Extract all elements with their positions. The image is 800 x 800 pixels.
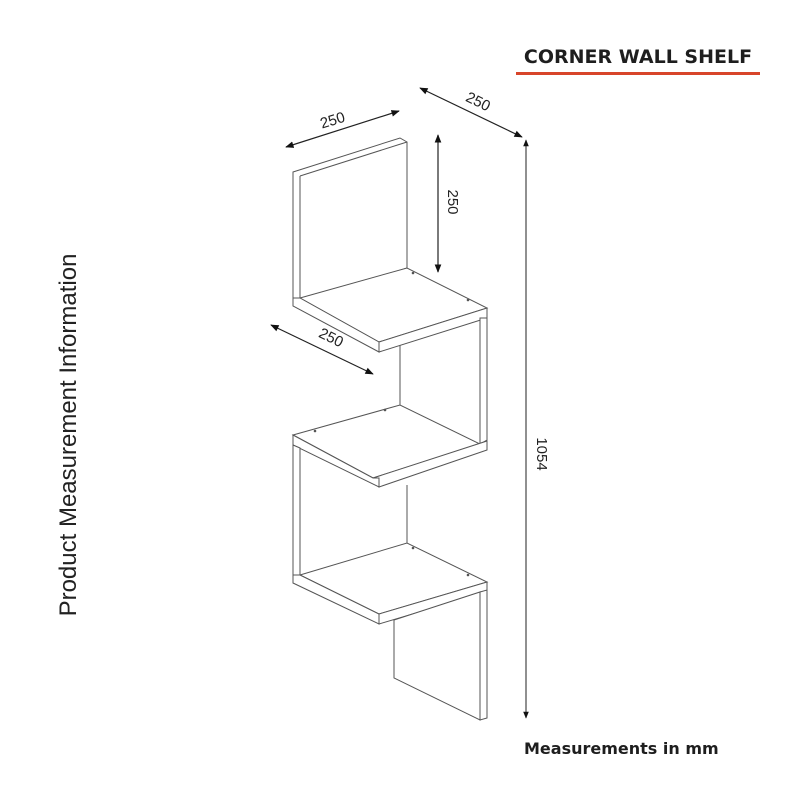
shelf-bottom xyxy=(292,542,489,625)
dimension-lines xyxy=(270,87,529,719)
dim-line-shelf-depth xyxy=(270,324,374,375)
dim-line-top-right xyxy=(419,87,523,138)
dim-label-total-height: 1054 xyxy=(533,437,550,470)
shelf-middle xyxy=(291,404,488,576)
dim-label-top-left: 250 xyxy=(318,109,347,133)
units-note: Measurements in mm xyxy=(524,739,719,758)
shelf-outline xyxy=(291,137,489,721)
title-underline xyxy=(516,72,760,75)
dim-label-panel-height: 250 xyxy=(444,189,461,214)
product-title: CORNER WALL SHELF xyxy=(523,46,753,68)
bottom-side-panel xyxy=(393,589,488,721)
dim-line-top-left xyxy=(285,110,400,148)
